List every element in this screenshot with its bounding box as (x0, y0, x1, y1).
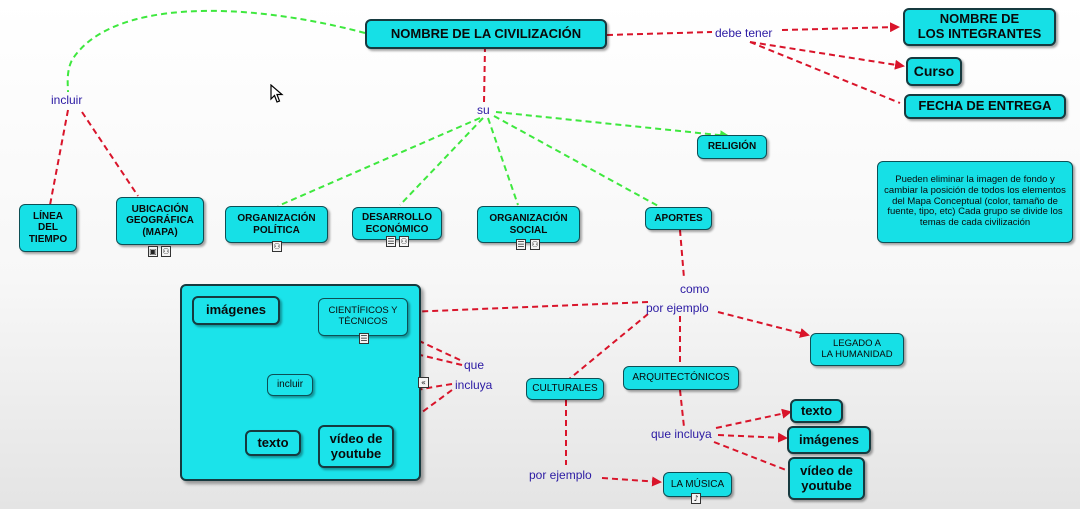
link-civ-su (483, 45, 486, 104)
node-imagenes-left[interactable]: imágenes (192, 296, 280, 325)
concept-map-icon[interactable]: ⚇ (399, 236, 409, 247)
label-incluya[interactable]: incluya (455, 378, 493, 392)
link-su-politica (277, 117, 481, 207)
label-que[interactable]: que (464, 358, 485, 372)
link-incluir-linea (49, 109, 69, 206)
node-legado[interactable]: LEGADO A LA HUMANIDAD (810, 333, 904, 366)
document-icon[interactable]: ☰ (516, 239, 526, 250)
link-porejemplo-cientificos (406, 301, 649, 317)
link-porejemplo-musica (601, 476, 662, 487)
node-video-right[interactable]: vídeo de youtube (788, 457, 865, 500)
label-su[interactable]: su (477, 103, 490, 117)
collapse-arrows-icon[interactable]: « (418, 377, 429, 388)
node-incluir-inner[interactable]: incluir (267, 374, 313, 396)
node-cientificos-tecnicos[interactable]: CIENTÍFICOS Y TÉCNICOS (318, 298, 408, 336)
node-imagenes-right[interactable]: imágenes (787, 426, 871, 454)
link-porejemplo-legado (717, 311, 810, 338)
node-ubicacion-geografica[interactable]: UBICACIÓN GEOGRÁFICA (MAPA) (116, 197, 204, 245)
node-curso[interactable]: Curso (906, 57, 962, 86)
node-culturales[interactable]: CULTURALES (526, 378, 604, 400)
mouse-cursor-icon (270, 84, 284, 103)
link-debetener-curso (749, 41, 905, 70)
link-debetener-fecha (749, 41, 901, 104)
node-fecha-entrega[interactable]: FECHA DE ENTREGA (904, 94, 1066, 119)
link-debetener-integrantes (781, 22, 900, 33)
label-como[interactable]: como (680, 282, 710, 296)
node-linea-del-tiempo[interactable]: LÍNEA DEL TIEMPO (19, 204, 77, 252)
link-aportes-como (679, 229, 685, 279)
node-aportes[interactable]: APORTES (645, 207, 712, 230)
concept-map-icon[interactable]: ⚇ (530, 239, 540, 250)
node-texto-right[interactable]: texto (790, 399, 843, 423)
label-debe-tener[interactable]: debe tener (715, 26, 773, 40)
link-incluya-video (397, 389, 453, 431)
node-nombre-civilizacion[interactable]: NOMBRE DE LA CIVILIZACIÓN (365, 19, 607, 49)
link-queincluya-texto (715, 408, 792, 429)
note-box[interactable]: Pueden eliminar la imagen de fondo y cam… (877, 161, 1073, 243)
audio-icon[interactable]: ♪ (691, 493, 701, 504)
node-nombre-integrantes[interactable]: NOMBRE DE LOS INTEGRANTES (903, 8, 1056, 46)
link-queincluya-imagenes (717, 432, 788, 443)
node-video-left[interactable]: vídeo de youtube (318, 425, 394, 468)
link-su-religion (495, 111, 730, 141)
link-su-social (487, 117, 519, 206)
link-su-aportes (493, 115, 661, 208)
label-incluir[interactable]: incluir (51, 93, 83, 107)
link-civ-incluir (66, 9, 366, 93)
document-icon[interactable]: ☰ (359, 333, 369, 344)
link-queincluya-video (713, 441, 787, 471)
label-que-incluya[interactable]: que incluya (651, 427, 712, 441)
concept-map-icon[interactable]: ⚇ (272, 241, 282, 252)
document-icon[interactable]: ☰ (386, 236, 396, 247)
link-civ-debetener (606, 31, 713, 36)
node-organizacion-social[interactable]: ORGANIZACIÓN SOCIAL (477, 206, 580, 243)
link-arq-queincluya (679, 389, 685, 428)
link-incluir-ubicacion (81, 111, 139, 197)
map-image-icon[interactable]: ▣ (148, 246, 158, 257)
link-porejemplo-culturales (567, 313, 649, 381)
node-texto-left[interactable]: texto (245, 430, 301, 456)
node-arquitectonicos[interactable]: ARQUITECTÓNICOS (623, 366, 739, 390)
node-organizacion-politica[interactable]: ORGANIZACIÓN POLÍTICA (225, 206, 328, 243)
label-por-ejemplo-top[interactable]: por ejemplo (646, 301, 709, 315)
node-desarrollo-economico[interactable]: DESARROLLO ECONÓMICO (352, 207, 442, 240)
concept-map-icon[interactable]: ⚇ (161, 246, 171, 257)
node-religion[interactable]: RELIGIÓN (697, 135, 767, 159)
label-por-ejemplo-bottom[interactable]: por ejemplo (529, 468, 592, 482)
link-su-economico (399, 117, 484, 206)
